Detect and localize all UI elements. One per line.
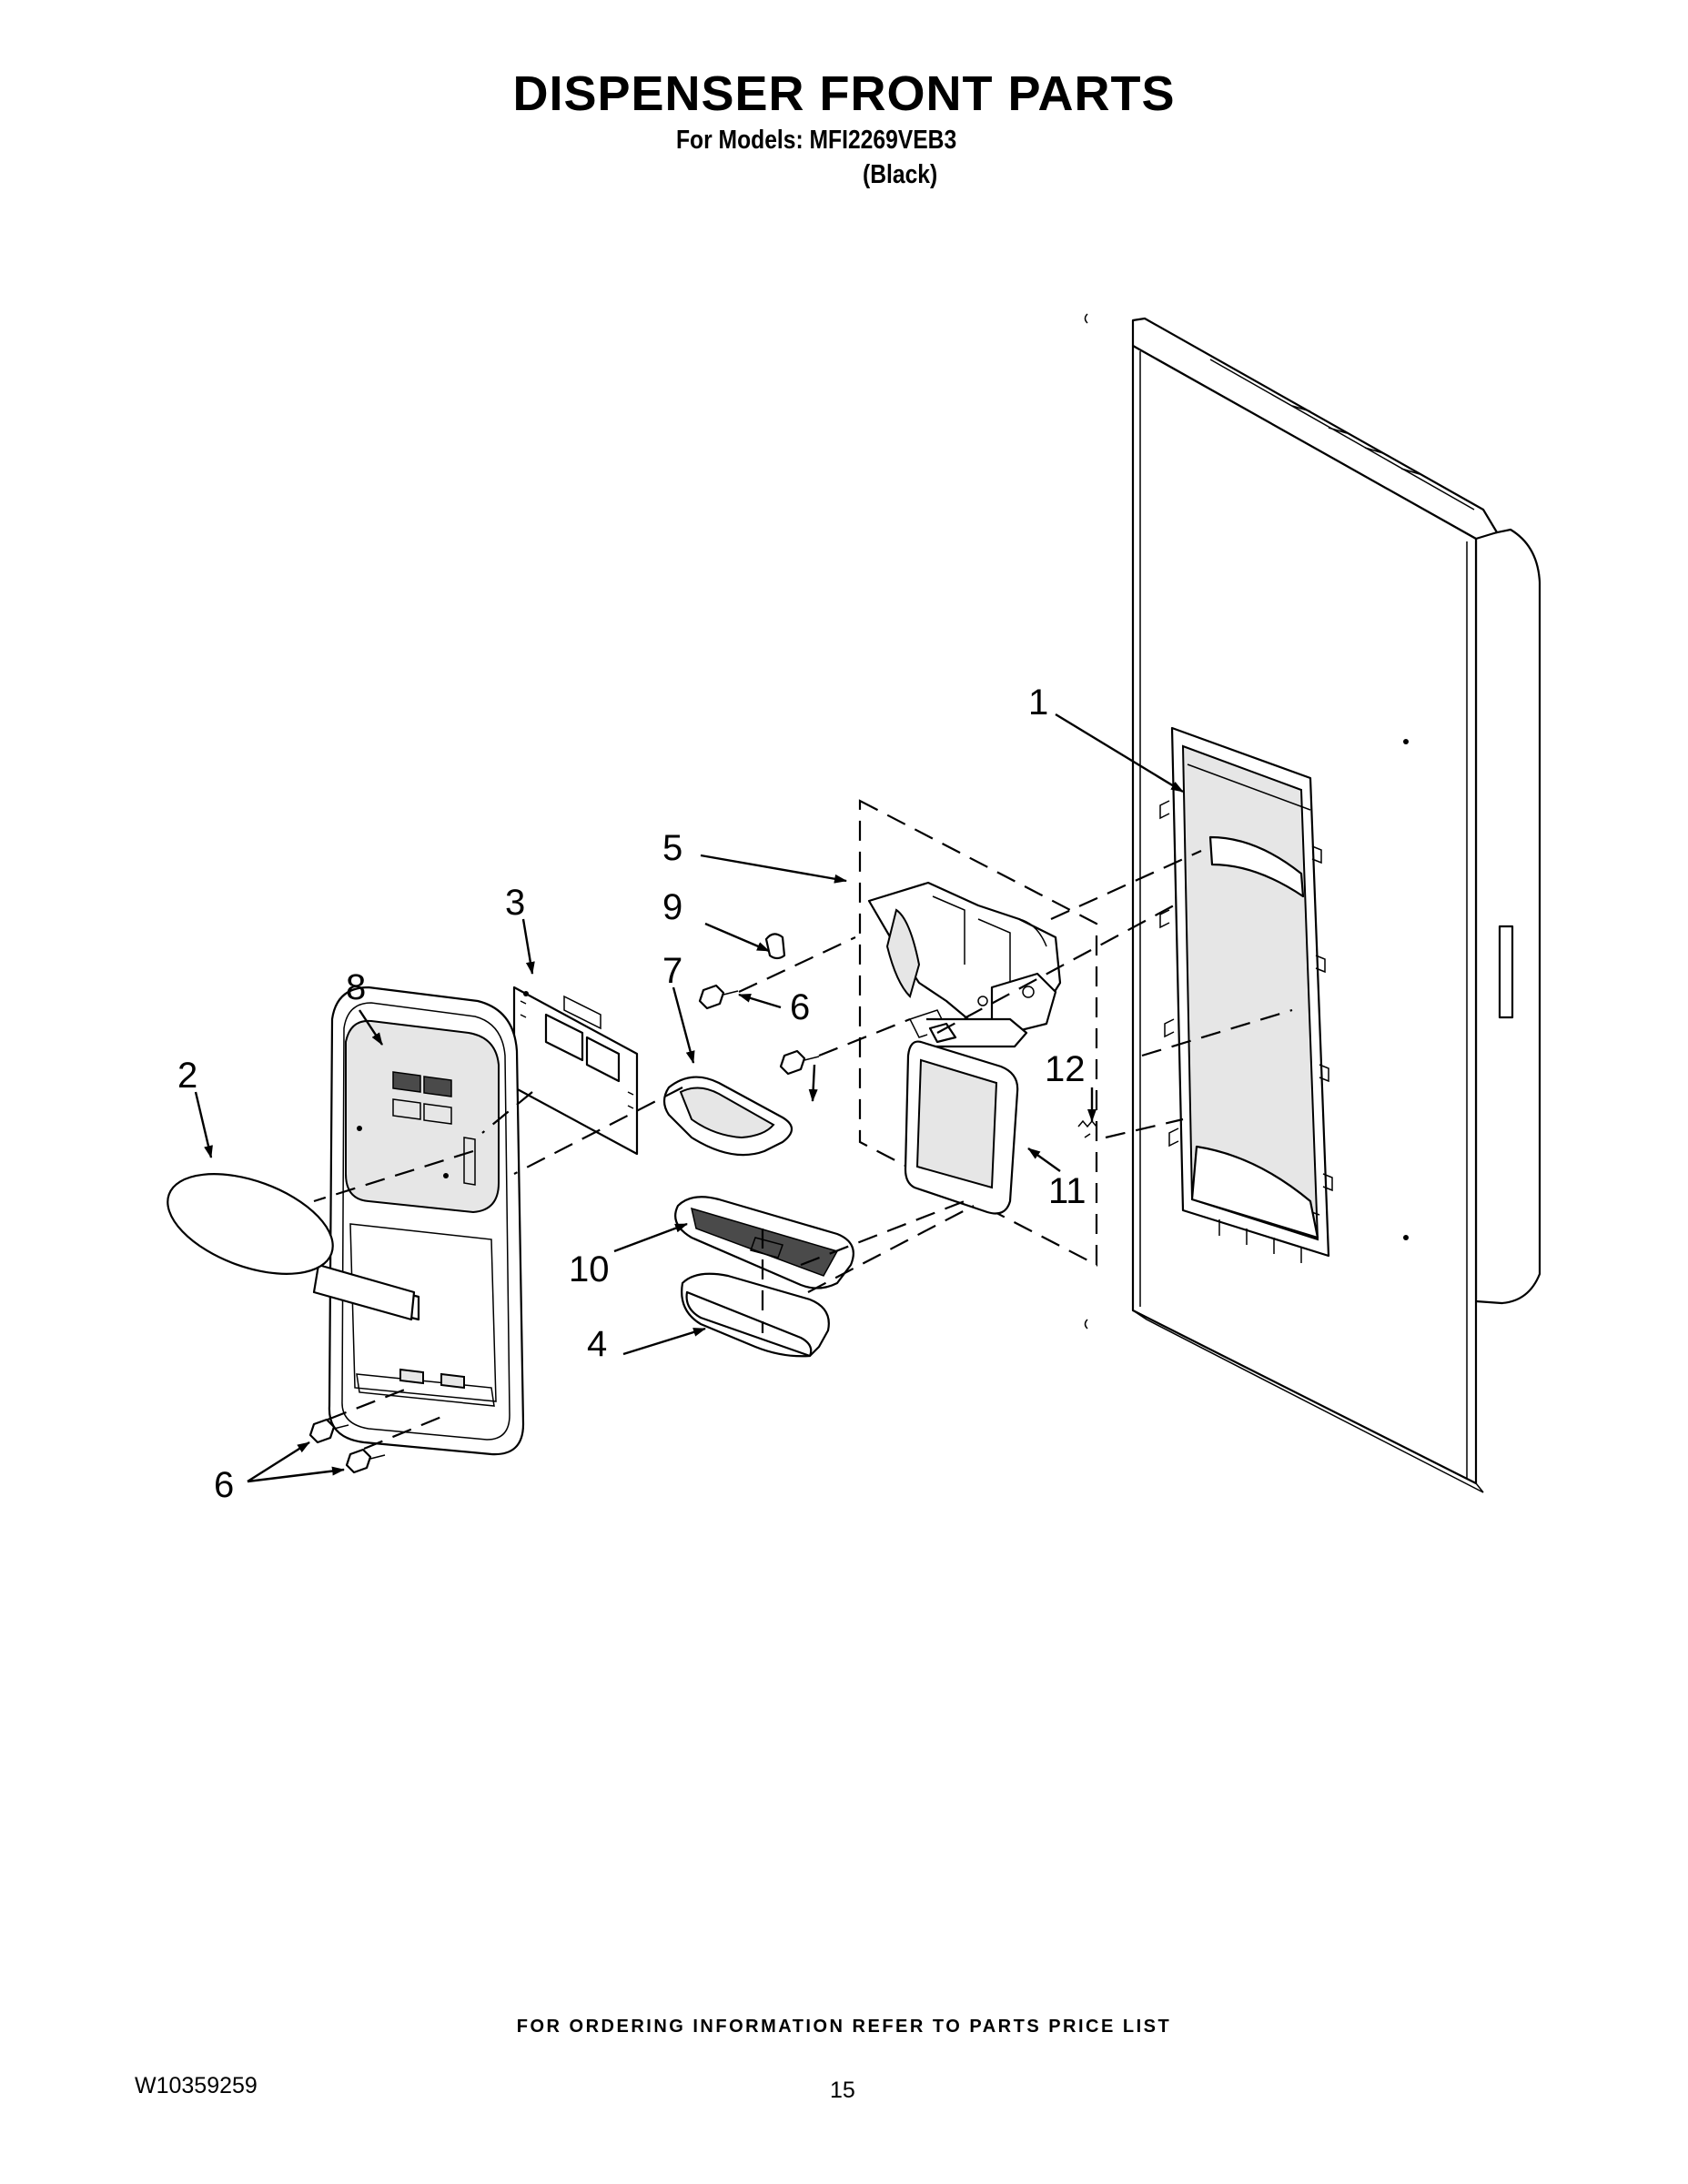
screw [308,1418,349,1444]
callout-7: 7 [662,951,682,991]
spring [1077,1119,1097,1138]
callout-labels: 1 2 3 4 5 6 6 7 8 9 10 11 12 [177,682,1087,1505]
screw [698,984,739,1010]
clip [764,933,786,960]
housing-assembly-outline [858,799,1098,1267]
page-title: DISPENSER FRONT PARTS [512,66,1176,121]
callout-12: 12 [1045,1049,1086,1089]
callout-6-lower: 6 [214,1465,234,1505]
callout-3: 3 [505,883,525,923]
document-number: W10359259 [135,2073,258,2098]
screw [345,1448,386,1474]
models-line: For Models: MFI2269VEB3 [676,126,957,155]
callout-6-upper: 6 [790,987,810,1027]
callout-4: 4 [587,1324,607,1364]
callout-9: 9 [662,887,682,927]
callout-11: 11 [1048,1171,1087,1211]
dispenser-paddle [904,1017,1028,1215]
drip-tray [681,1272,830,1358]
ordering-note: FOR ORDERING INFORMATION REFER TO PARTS … [516,2017,1172,2037]
callout-1: 1 [1028,682,1048,723]
screw [779,1049,820,1076]
trim-bezel [662,1076,793,1157]
callout-8: 8 [346,967,366,1007]
callout-5: 5 [662,828,682,868]
page-number: 15 [830,2078,855,2103]
callout-2: 2 [177,1056,197,1096]
control-board [512,986,639,1156]
color-line: (Black) [863,160,938,189]
callout-10: 10 [569,1249,610,1289]
dispenser-housing [867,881,1062,1038]
refrigerator-door [1084,313,1541,1493]
alignment-lines [313,849,1293,1451]
dispenser-front-panel [328,986,525,1456]
leader-lines [194,713,1184,1483]
dispenser-overlay-label [167,1173,420,1321]
